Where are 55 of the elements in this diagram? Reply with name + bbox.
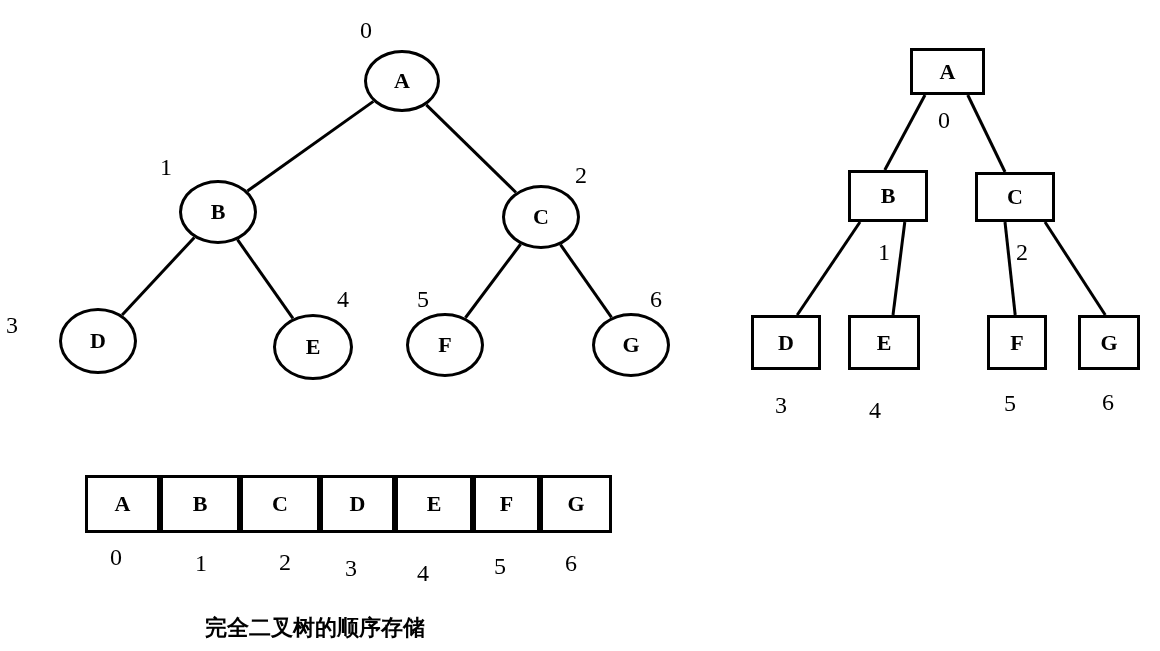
index-number: 1 [195, 551, 207, 575]
edge-line [236, 238, 295, 320]
tree-node-box: B [848, 170, 928, 222]
edge-line [966, 94, 1007, 173]
edge-line [1043, 221, 1107, 316]
index-number: 5 [494, 554, 506, 578]
tree-node-box: C [975, 172, 1055, 222]
edge-line [559, 243, 613, 319]
edge-line [121, 236, 196, 317]
tree-node-box: F [987, 315, 1047, 370]
index-number: 4 [869, 398, 881, 422]
edge-line [883, 94, 927, 171]
index-number: 1 [878, 240, 890, 264]
index-number: 2 [279, 550, 291, 574]
tree-node-circle: F [406, 313, 484, 377]
array-cell: C [240, 475, 320, 533]
tree-node-circle: G [592, 313, 670, 377]
tree-node-box: A [910, 48, 985, 95]
index-number: 5 [417, 287, 429, 311]
index-number: 6 [650, 287, 662, 311]
index-number: 1 [160, 155, 172, 179]
index-number: 6 [565, 551, 577, 575]
array-cell: E [395, 475, 473, 533]
edge-line [246, 100, 375, 193]
index-number: 0 [360, 18, 372, 42]
tree-node-box: G [1078, 315, 1140, 370]
edge-line [425, 103, 517, 194]
array-cell: F [473, 475, 540, 533]
tree-node-circle: B [179, 180, 257, 244]
array-cell: D [320, 475, 395, 533]
index-number: 3 [775, 393, 787, 417]
tree-node-box: D [751, 315, 821, 370]
tree-node-circle: E [273, 314, 353, 380]
edge-line [1003, 221, 1017, 316]
index-number: 3 [345, 556, 357, 580]
edge-line [795, 221, 862, 316]
index-number: 0 [938, 108, 950, 132]
index-number: 3 [6, 313, 18, 337]
caption: 完全二叉树的顺序存储 [205, 614, 425, 642]
array-cell: G [540, 475, 612, 533]
index-number: 0 [110, 545, 122, 569]
index-number: 2 [1016, 240, 1028, 264]
index-number: 5 [1004, 391, 1016, 415]
tree-node-circle: C [502, 185, 580, 249]
edge-line [464, 243, 522, 319]
edge-line [891, 221, 907, 316]
index-number: 4 [417, 561, 429, 585]
tree-node-box: E [848, 315, 920, 370]
array-cell: B [160, 475, 240, 533]
index-number: 4 [337, 287, 349, 311]
index-number: 2 [575, 163, 587, 187]
array-cell: A [85, 475, 160, 533]
tree-node-circle: A [364, 50, 440, 112]
index-number: 6 [1102, 390, 1114, 414]
tree-node-circle: D [59, 308, 137, 374]
